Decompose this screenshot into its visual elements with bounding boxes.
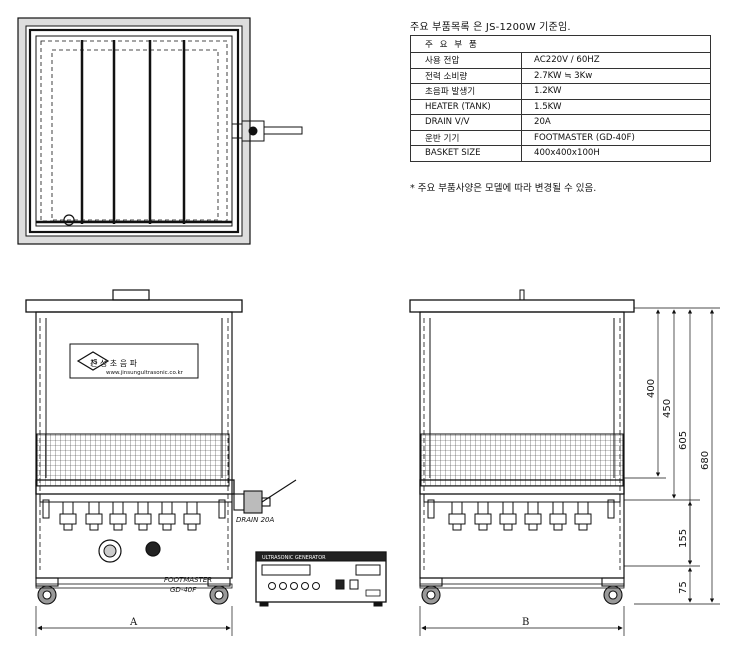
transducer-row	[42, 499, 226, 531]
side-caster-right	[601, 577, 625, 605]
ultrasonic-generator	[255, 551, 387, 607]
generator-knob-icon	[268, 582, 276, 590]
drain-valve	[233, 479, 297, 514]
temperature-dial-icon	[98, 539, 122, 563]
caster-right	[207, 577, 231, 605]
spec-title: 주요 부품목록 은 JS-1200W 기준임.	[410, 22, 571, 33]
spec-note: * 주요 부품사양은 모델에 따라 변경될 수 있음.	[410, 183, 597, 194]
svg-text:JS: JS	[90, 358, 98, 366]
dim-75: 75	[678, 581, 689, 594]
drain-label: DRAIN 20A	[236, 516, 274, 524]
spec-value: 400x400x100H	[521, 145, 711, 162]
spec-label: BASKET SIZE	[410, 145, 522, 162]
vertical-dimensions	[624, 307, 720, 605]
brand-logo-icon	[76, 351, 110, 371]
side-transducer-row	[427, 499, 615, 531]
lid-handle	[112, 289, 150, 301]
dim-680: 680	[700, 451, 711, 470]
drain-pipe-top	[231, 120, 303, 142]
top-view	[17, 17, 303, 245]
dim-605: 605	[678, 431, 689, 450]
basket-bars	[36, 40, 232, 224]
basket-mesh	[36, 433, 230, 487]
drain-port-icon	[63, 214, 75, 226]
dim-a-label: A	[129, 617, 138, 628]
side-basket-mesh	[420, 433, 624, 487]
side-caster-left	[419, 577, 443, 605]
tank-body	[35, 311, 233, 579]
generator-display	[261, 564, 311, 576]
spec-header: 주 요 부 품	[410, 35, 711, 53]
generator-label: ULTRASONIC GENERATOR	[262, 555, 326, 561]
side-lid	[409, 299, 635, 313]
front-view: JS	[25, 289, 297, 636]
dim-155: 155	[678, 529, 689, 548]
logo-text: 진 성 초 음 파	[90, 358, 138, 368]
dim-450: 450	[662, 399, 673, 418]
side-tank-body	[419, 311, 625, 579]
caster-label-2: GD-40F	[170, 586, 197, 594]
logo-plate	[69, 343, 199, 379]
switch-knob-icon	[145, 541, 161, 557]
dim-b-label: B	[522, 617, 529, 628]
lid	[25, 299, 243, 313]
spec-header-row: 주 요 부 품	[410, 35, 711, 53]
caster-left	[35, 577, 59, 605]
logo-url: www.jinsungultrasonic.co.kr	[106, 370, 184, 376]
power-switch-icon	[335, 579, 345, 590]
dim-400: 400	[646, 379, 657, 398]
caster-label-1: FOOTMASTER	[164, 576, 212, 584]
side-view	[409, 289, 720, 636]
